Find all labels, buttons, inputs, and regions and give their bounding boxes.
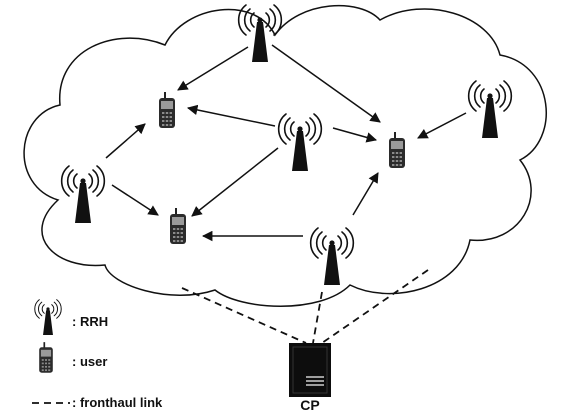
wireless-links xyxy=(105,44,467,242)
link-top-rrh-to-user-c xyxy=(271,44,381,123)
legend-rrh-label: : RRH xyxy=(72,314,108,329)
legend-fronthaul-label: : fronthaul link xyxy=(72,395,163,410)
legend-rrh-antenna-icon xyxy=(34,299,62,336)
link-center-rrh-to-user-b xyxy=(191,147,279,217)
link-right-rrh-to-user-c xyxy=(417,112,467,139)
fronthaul-link-center xyxy=(312,291,323,344)
link-left-rrh-to-user-b xyxy=(111,184,159,216)
legend: : RRH : user : fronthaul link xyxy=(32,299,163,410)
legend-mobile-phone-icon xyxy=(39,342,53,373)
link-top-rrh-to-user-a xyxy=(177,46,249,91)
cp-label: CP xyxy=(300,397,319,411)
fronthaul-link-right xyxy=(321,269,429,344)
cp-server-icon xyxy=(289,343,331,397)
fronthaul-links xyxy=(181,269,429,344)
link-left-rrh-to-user-a xyxy=(105,123,146,159)
link-center-rrh-to-user-a xyxy=(186,104,276,127)
legend-user-label: : user xyxy=(72,354,107,369)
cloud-boundary xyxy=(23,4,547,307)
link-bottom-rrh-to-user-c xyxy=(352,172,379,216)
link-center-rrh-to-user-c xyxy=(332,127,378,143)
fronthaul-link-left xyxy=(181,287,307,344)
